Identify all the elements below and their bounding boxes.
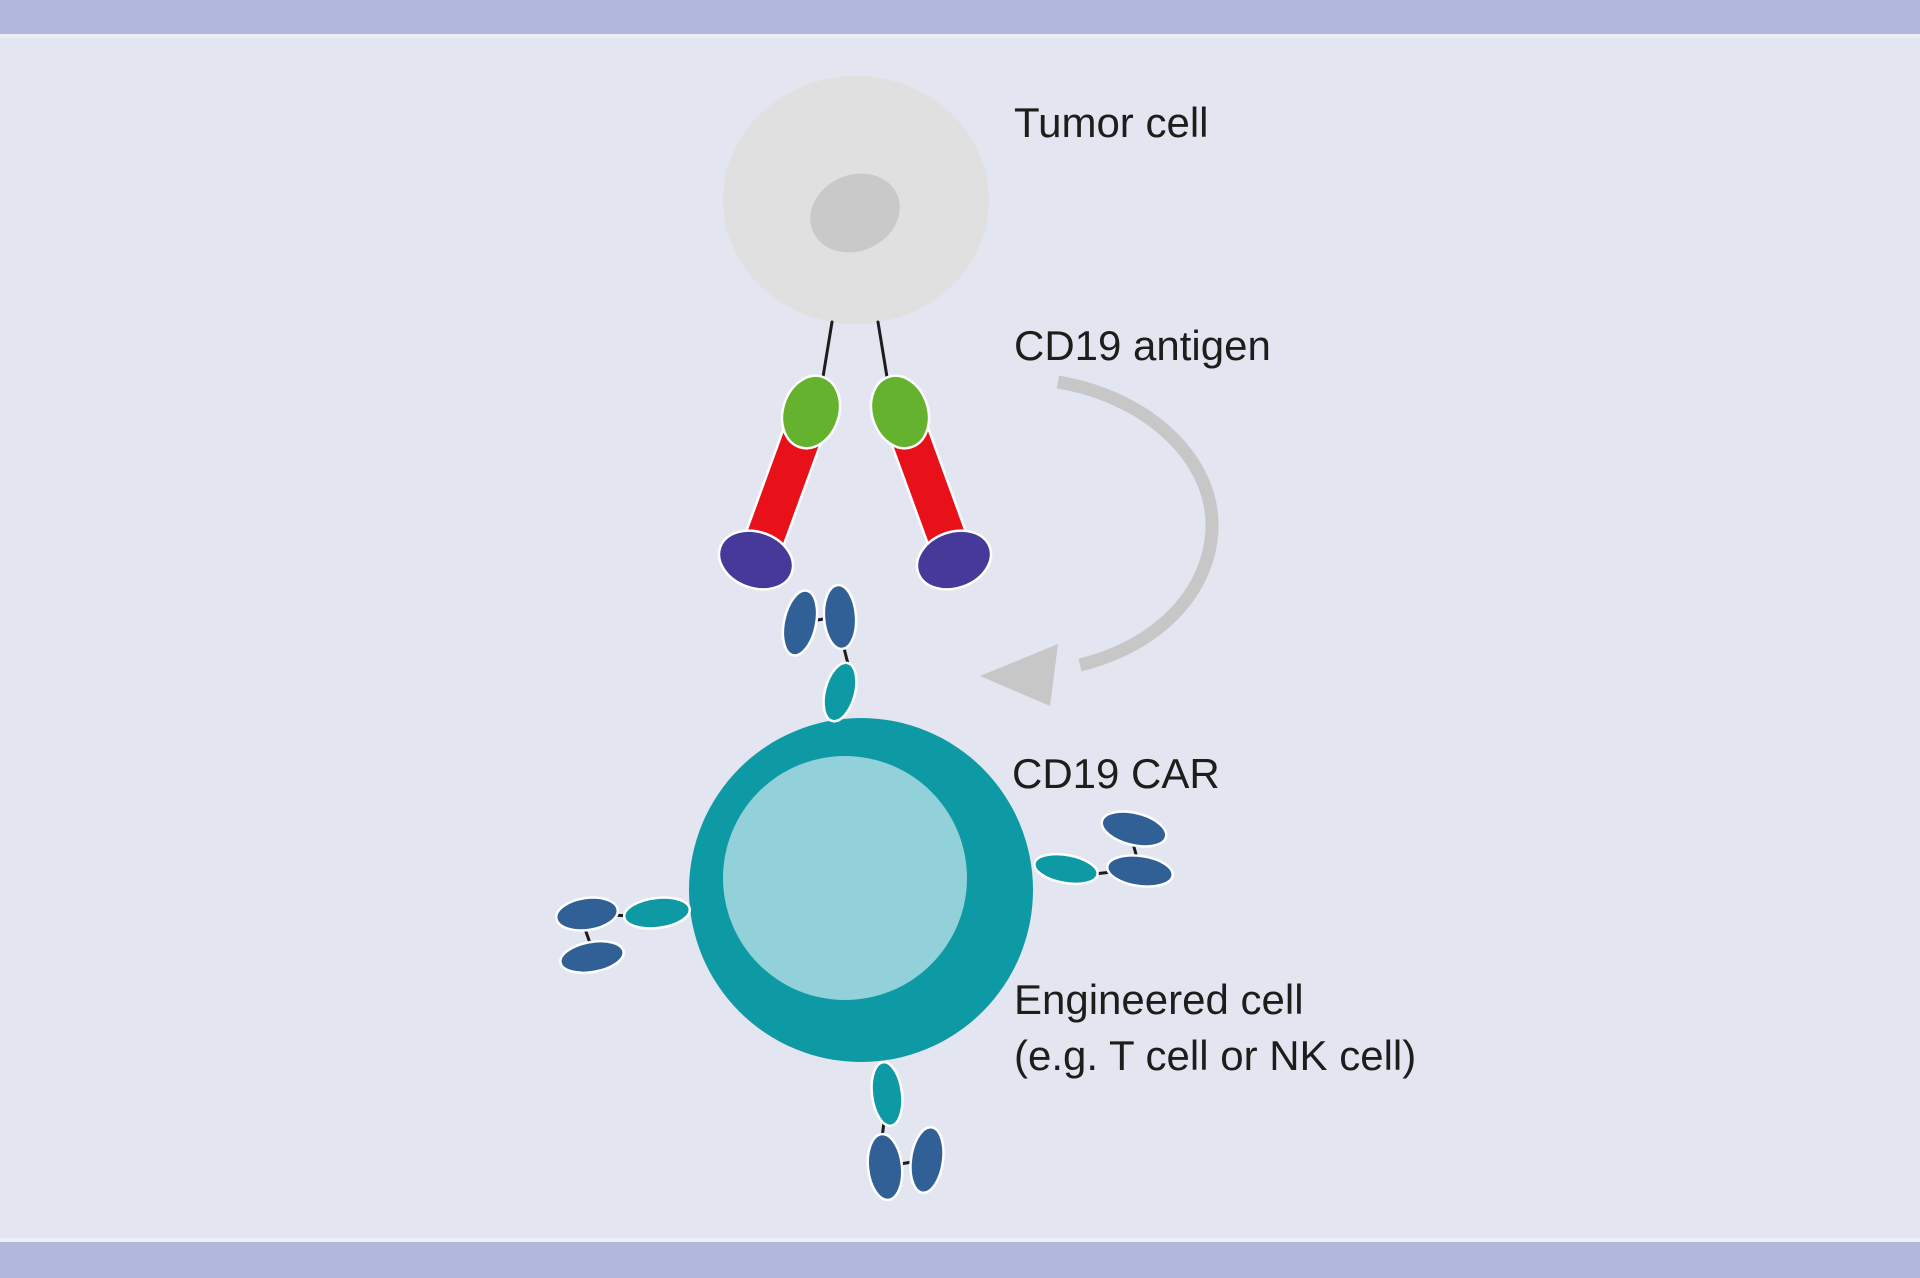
- bottom-band-edge: [0, 1238, 1920, 1242]
- engineered-cell-cytoplasm: [723, 756, 967, 1000]
- engineered-cell-label: Engineered cell (e.g. T cell or NK cell): [1014, 972, 1416, 1084]
- car-left-stalk: [622, 896, 692, 930]
- cd19-car-label: CD19 CAR: [1012, 750, 1220, 797]
- antigen-base-left: [717, 529, 795, 591]
- tumor-cell-label: Tumor cell: [1014, 99, 1209, 146]
- car-right-domain-a: [1106, 854, 1174, 888]
- car-right-stalk: [1033, 852, 1099, 886]
- cd19-antigen-label: CD19 antigen: [1014, 322, 1271, 369]
- antigen-pointer-arrowhead: [980, 644, 1058, 706]
- bottom-band: [0, 1242, 1920, 1278]
- car-top-domain-b: [822, 583, 858, 651]
- top-band: [0, 0, 1920, 34]
- antigen-stem-right: [876, 320, 889, 379]
- top-band-edge: [0, 34, 1920, 38]
- car-left-domain-b: [559, 939, 625, 975]
- car-bottom-stalk: [870, 1060, 904, 1128]
- car-bottom-domain-a: [866, 1132, 904, 1202]
- antigen-base-right: [915, 529, 993, 591]
- car-left-domain-a: [554, 896, 620, 932]
- antigen-stem-left: [821, 320, 834, 379]
- tumor-cell-nucleus: [810, 173, 900, 253]
- car-top-stalk: [822, 661, 858, 723]
- antigen-head-left: [780, 374, 842, 450]
- car-top-domain-a: [781, 589, 819, 657]
- car-bottom-domain-b: [909, 1125, 945, 1195]
- engineered-cell-label-line1: Engineered cell: [1014, 976, 1304, 1023]
- car-right-domain-b: [1100, 810, 1168, 848]
- antigen-pointer-arrow: [1056, 375, 1219, 672]
- engineered-cell-label-line2: (e.g. T cell or NK cell): [1014, 1032, 1417, 1079]
- antigen-head-right: [869, 374, 931, 450]
